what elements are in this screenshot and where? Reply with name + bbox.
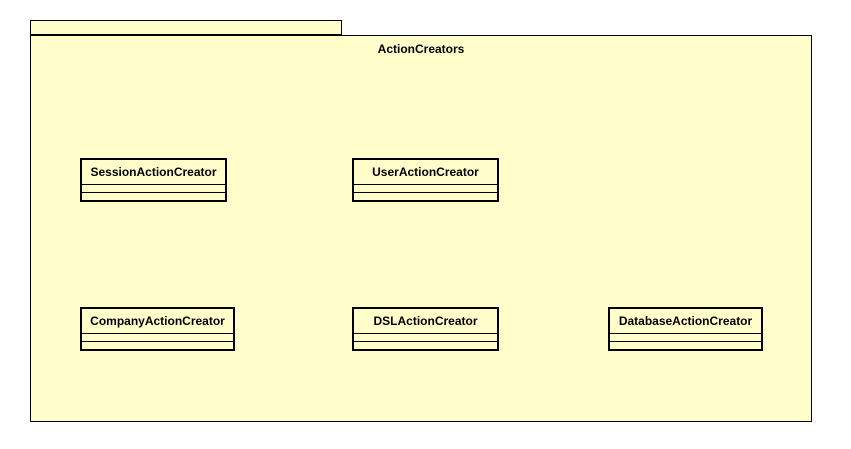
class-attributes-compartment — [82, 334, 233, 342]
class-attributes-compartment — [82, 185, 225, 193]
class-user-action-creator[interactable]: UserActionCreator — [352, 158, 499, 202]
class-attributes-compartment — [354, 185, 497, 193]
class-name: DatabaseActionCreator — [610, 309, 761, 334]
class-session-action-creator[interactable]: SessionActionCreator — [80, 158, 227, 202]
class-attributes-compartment — [354, 334, 497, 342]
class-name: SessionActionCreator — [82, 160, 225, 185]
class-operations-compartment — [354, 193, 497, 200]
class-name: CompanyActionCreator — [82, 309, 233, 334]
class-name: UserActionCreator — [354, 160, 497, 185]
class-database-action-creator[interactable]: DatabaseActionCreator — [608, 307, 763, 351]
class-name: DSLActionCreator — [354, 309, 497, 334]
class-operations-compartment — [610, 342, 761, 349]
class-dsl-action-creator[interactable]: DSLActionCreator — [352, 307, 499, 351]
class-operations-compartment — [82, 342, 233, 349]
class-company-action-creator[interactable]: CompanyActionCreator — [80, 307, 235, 351]
class-operations-compartment — [82, 193, 225, 200]
class-attributes-compartment — [610, 334, 761, 342]
class-operations-compartment — [354, 342, 497, 349]
package-actioncreators[interactable]: ActionCreators — [30, 35, 812, 422]
package-tab — [30, 20, 342, 35]
package-title: ActionCreators — [377, 42, 465, 56]
